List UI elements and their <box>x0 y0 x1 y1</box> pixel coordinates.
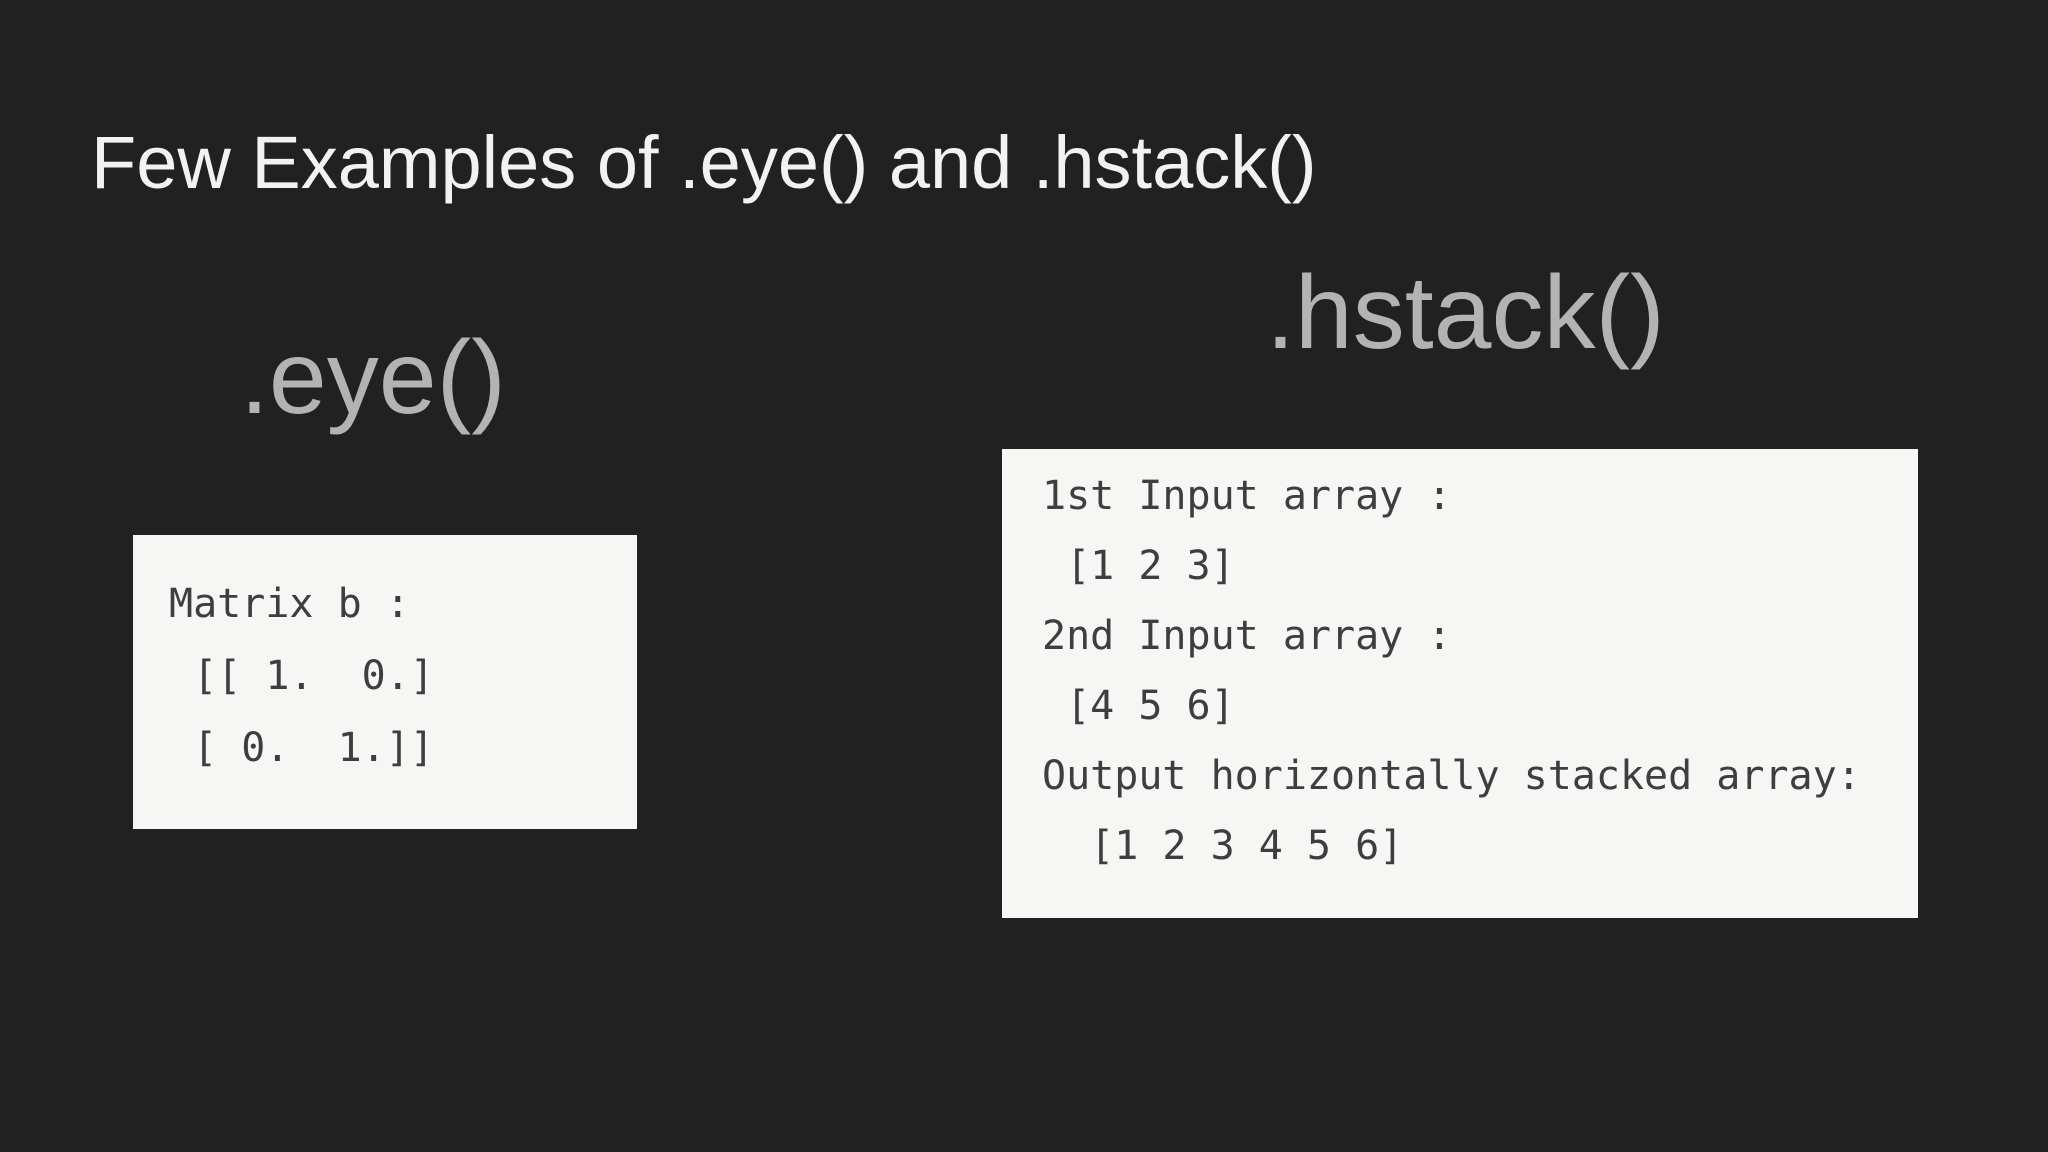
code-line: Output horizontally stacked array: <box>1042 753 1861 799</box>
code-line: [[ 1. 0.] <box>169 653 434 699</box>
code-line: Matrix b : <box>169 581 410 627</box>
code-line: [1 2 3] <box>1042 543 1235 589</box>
slide-title: Few Examples of .eye() and .hstack() <box>91 121 1317 204</box>
eye-code-snippet: Matrix b : [[ 1. 0.] [ 0. 1.]] <box>133 535 637 829</box>
code-line: 1st Input array : <box>1042 473 1452 519</box>
code-line: [1 2 3 4 5 6] <box>1042 823 1404 869</box>
code-line: [ 0. 1.]] <box>169 725 434 771</box>
eye-heading: .eye() <box>240 320 506 436</box>
code-line: 2nd Input array : <box>1042 613 1452 659</box>
hstack-heading: .hstack() <box>1266 255 1665 371</box>
code-line: [4 5 6] <box>1042 683 1235 729</box>
hstack-code-snippet: 1st Input array : [1 2 3] 2nd Input array… <box>1002 449 1918 918</box>
